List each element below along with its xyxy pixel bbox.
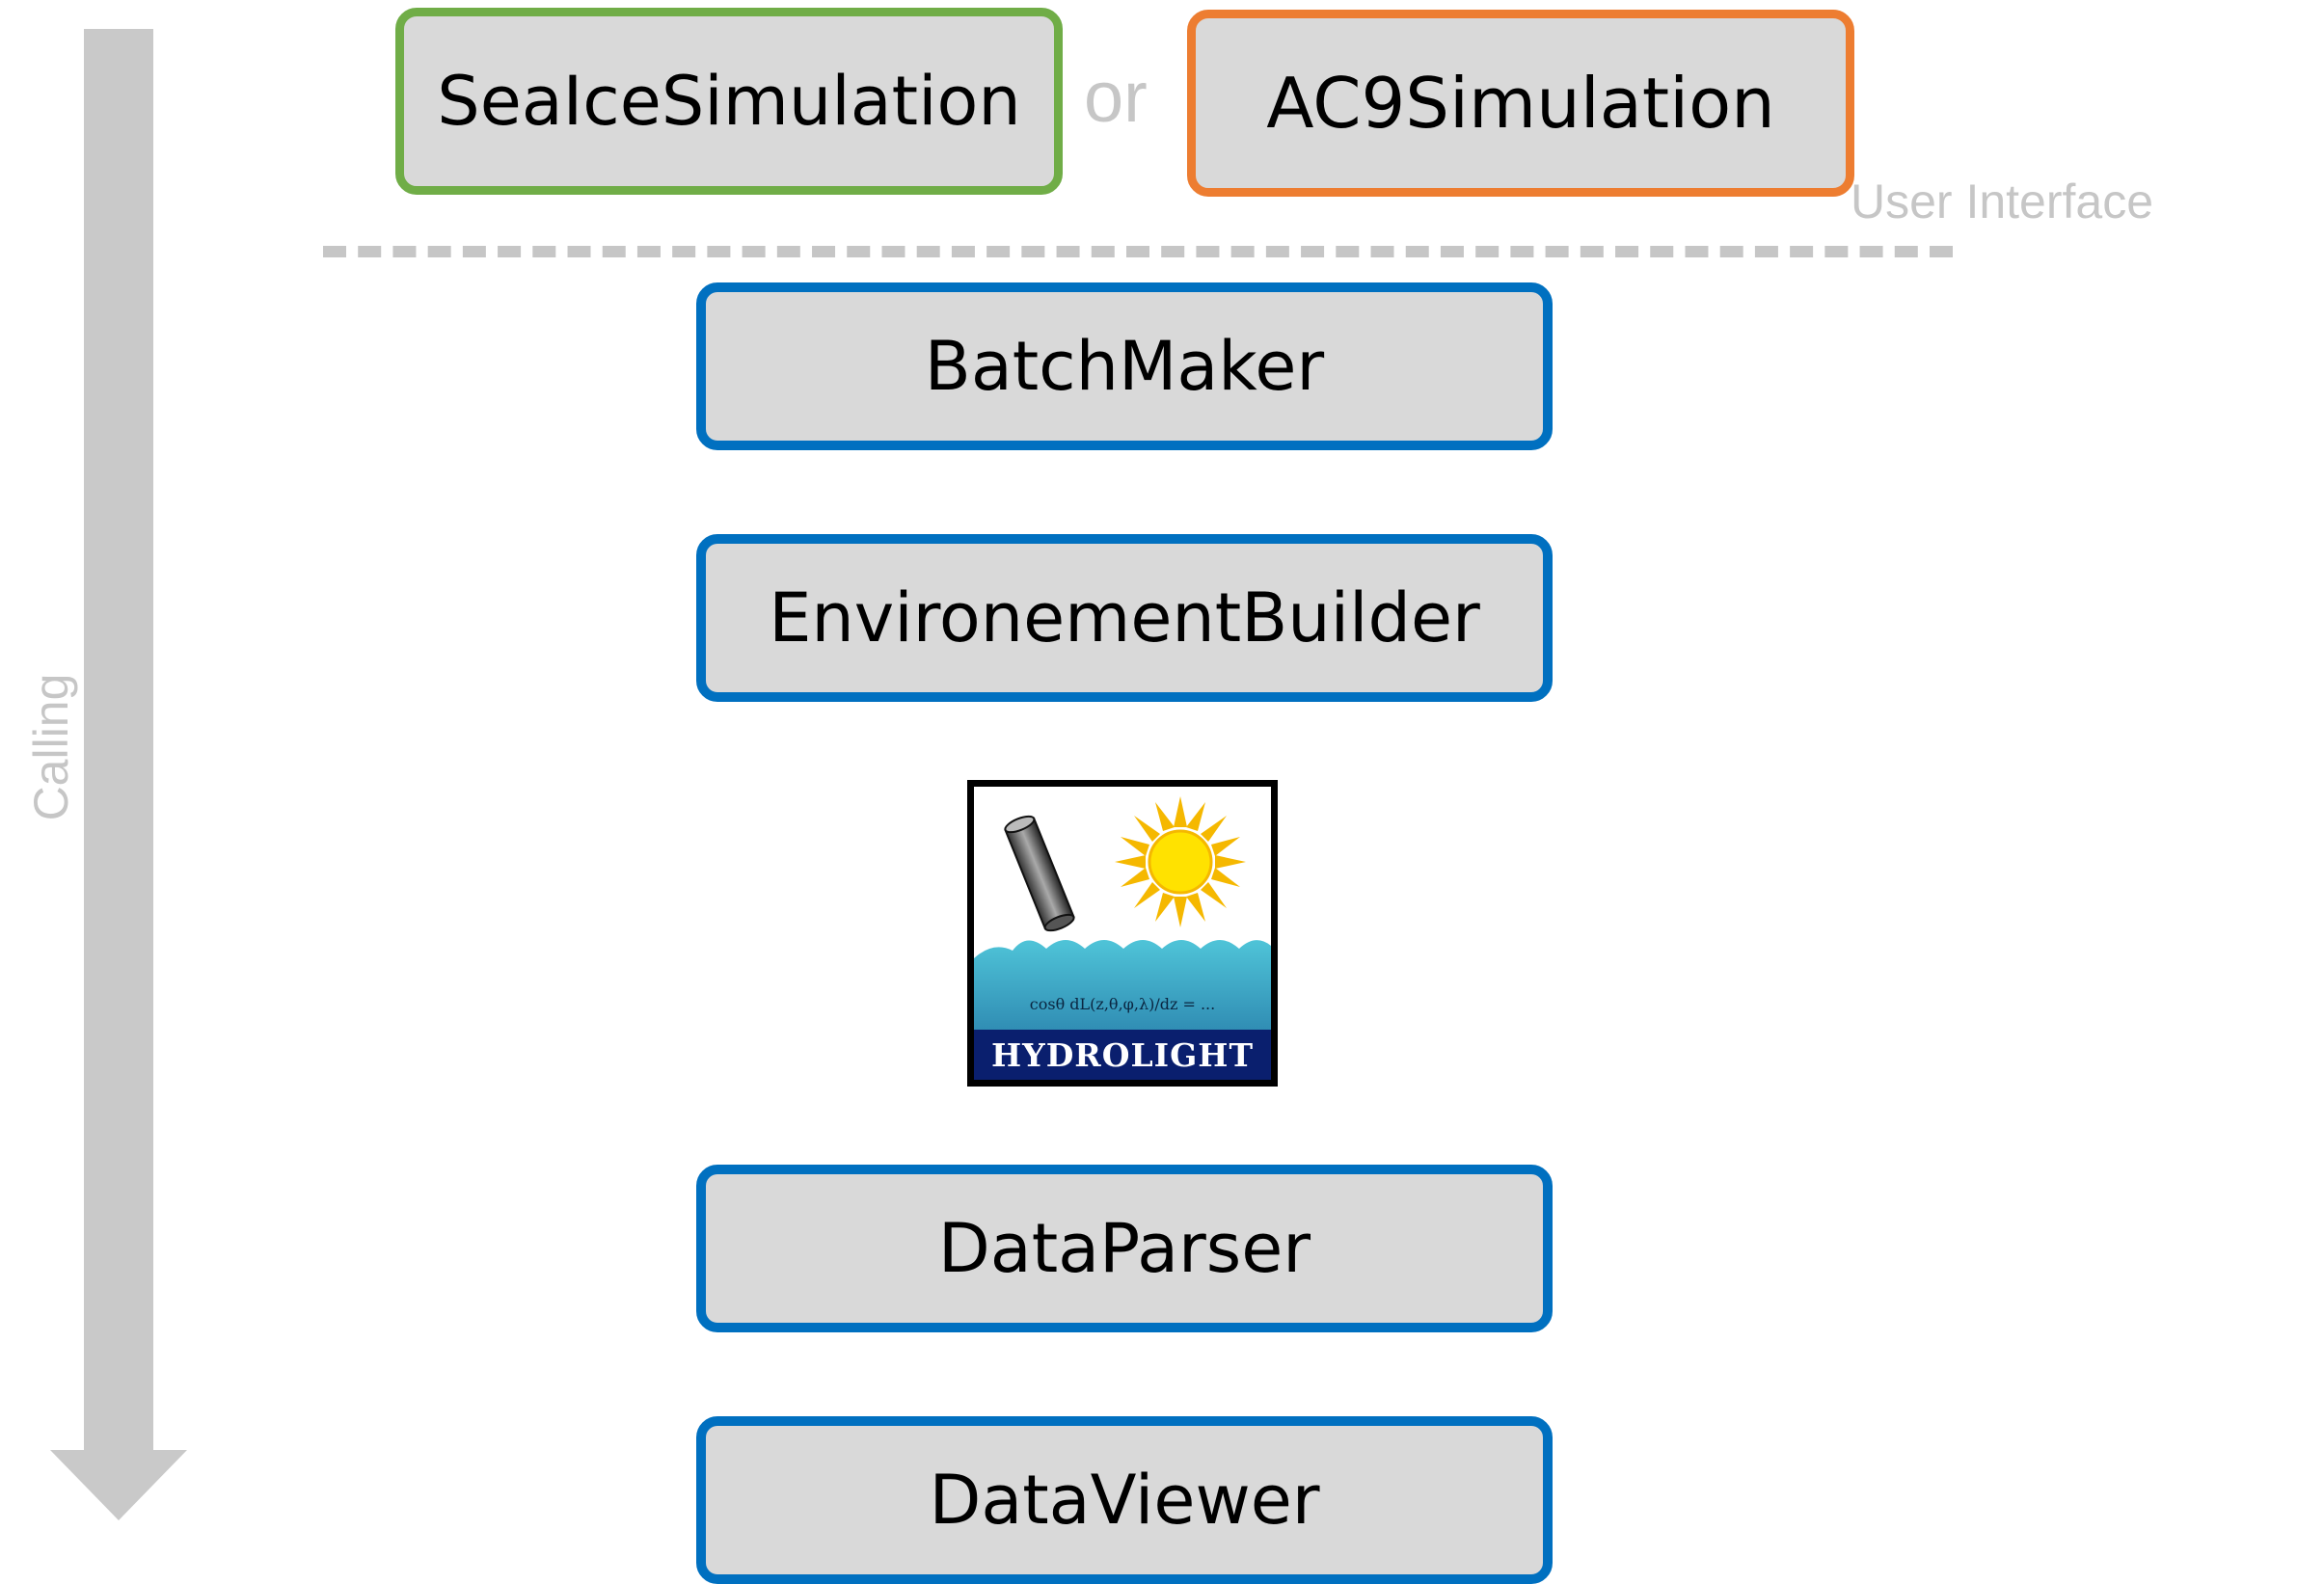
ac9-simulation-box[interactable]: AC9Simulation [1187,10,1854,197]
calling-label: Calling [24,673,78,821]
seaice-simulation-box[interactable]: SeaIceSimulation [395,8,1063,195]
seaice-simulation-label: SeaIceSimulation [437,62,1021,141]
sun-icon [1115,796,1246,927]
data-viewer-label: DataViewer [929,1461,1320,1540]
hydrolight-logo-graphic: cosθ dL(z,θ,φ,λ)/dz = ... HYDROLIGHT [974,787,1271,1080]
ac9-simulation-label: AC9Simulation [1266,63,1775,144]
user-interface-label: User Interface [1851,175,2154,228]
calling-arrow-head [50,1450,187,1520]
batch-maker-label: BatchMaker [924,327,1325,406]
hydrolight-equation: cosθ dL(z,θ,φ,λ)/dz = ... [1030,995,1215,1013]
user-interface-divider [323,246,1953,257]
batch-maker-box[interactable]: BatchMaker [696,282,1553,450]
hydrolight-name: HYDROLIGHT [991,1036,1254,1074]
cylinder-instrument-icon [1004,815,1075,932]
environement-builder-label: EnvironementBuilder [769,578,1480,658]
hydrolight-logo: cosθ dL(z,θ,φ,λ)/dz = ... HYDROLIGHT [967,780,1278,1087]
or-label: or [1084,57,1148,137]
data-parser-label: DataParser [937,1209,1311,1288]
calling-arrow-shaft [84,29,153,1454]
data-parser-box[interactable]: DataParser [696,1165,1553,1332]
environement-builder-box[interactable]: EnvironementBuilder [696,534,1553,702]
data-viewer-box[interactable]: DataViewer [696,1416,1553,1584]
